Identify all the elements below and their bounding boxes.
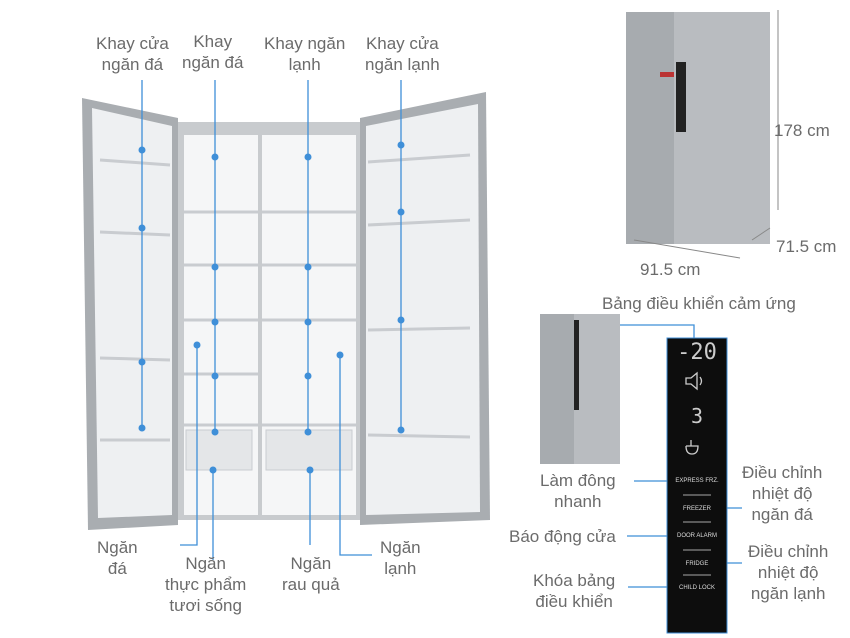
panel-title: Bảng điều khiển cảm ứng [602,294,796,313]
freezer-button[interactable]: FREEZER [682,506,711,512]
callout-dots [138,141,405,474]
label-freezer: Ngăn đá [97,538,138,578]
open-fridge [82,92,490,530]
water-dispenser-icon [685,440,699,455]
door-alarm-button[interactable]: DOOR ALARM [676,533,717,539]
fridge-button[interactable]: FRIDGE [685,561,709,567]
dimension-depth: 71.5 cm [776,237,837,256]
dimension-width: 91.5 cm [640,260,701,279]
label-express: Làm đông nhanh [540,471,616,511]
label-fridge-tray: Khay ngăn lạnh [264,34,346,74]
label-freezer-door-tray: Khay cửa ngăn đá [96,34,169,74]
speaker-icon [685,371,703,391]
label-freezer-temp: Điều chỉnh nhiệt độ ngăn đá [742,463,823,524]
child-lock-button[interactable]: CHILD LOCK [678,585,715,591]
label-door-alarm: Báo động cửa [509,527,616,546]
fridge-temp-display: 3 [690,404,704,428]
label-vegetable: Ngăn rau quả [282,554,340,594]
label-fridge-door-tray: Khay cửa ngăn lạnh [365,34,440,74]
dimension-height: 178 cm [774,121,830,140]
label-child-lock: Khóa bảng điều khiển [533,571,616,611]
label-freezer-tray: Khay ngăn đá [182,32,244,72]
closed-fridge [540,10,779,464]
label-fridge-temp: Điều chỉnh nhiệt độ ngăn lạnh [748,542,829,603]
panel-icons [683,371,711,576]
label-fridge: Ngăn lạnh [380,538,421,578]
express-frz-button[interactable]: EXPRESS FRZ. [675,478,719,484]
freezer-temp-display: -20 [677,340,717,365]
label-fresh-food: Ngăn thực phẩm tươi sống [165,554,247,615]
